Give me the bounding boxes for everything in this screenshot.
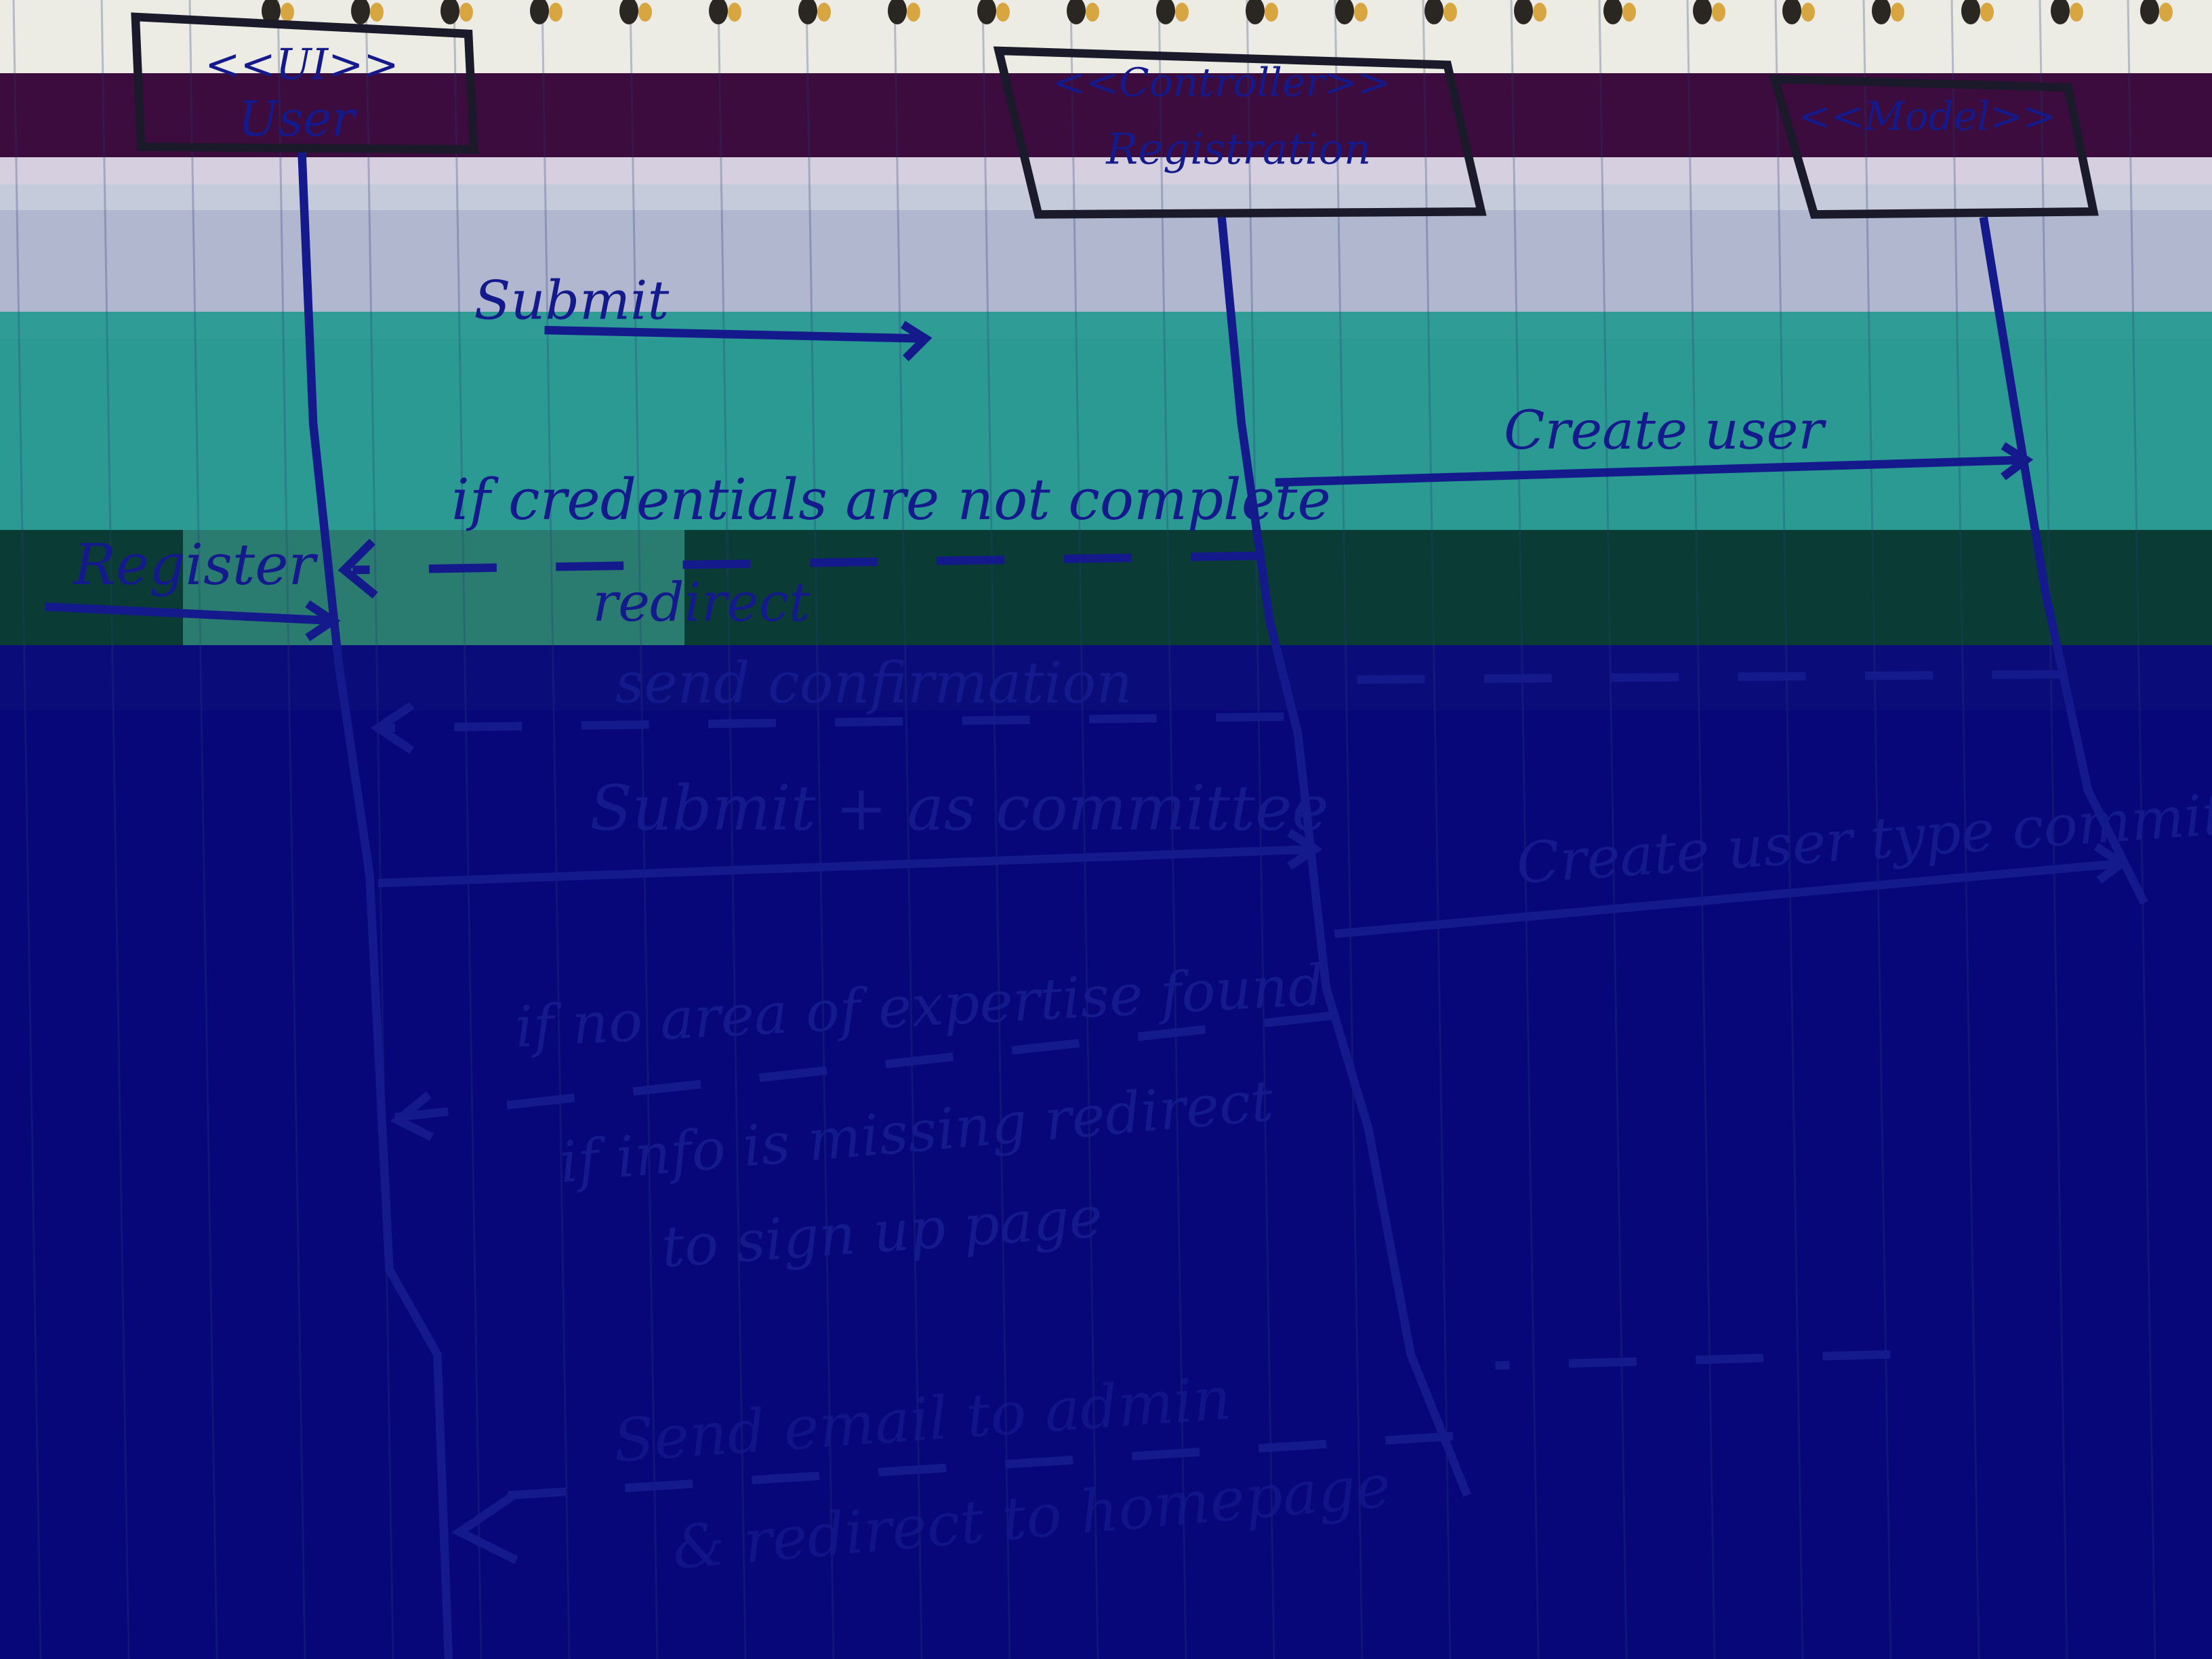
band-teal-light [0,312,2212,339]
band-dark-green-mid [183,530,684,645]
band-deep-navy [0,710,2212,1659]
band-teal [0,339,2212,530]
band-lavender [0,157,2212,184]
band-navy [0,645,2212,710]
band-paper [0,0,2212,73]
band-grey-blue [0,184,2212,210]
band-slate [0,210,2212,312]
band-magenta [0,73,2212,157]
